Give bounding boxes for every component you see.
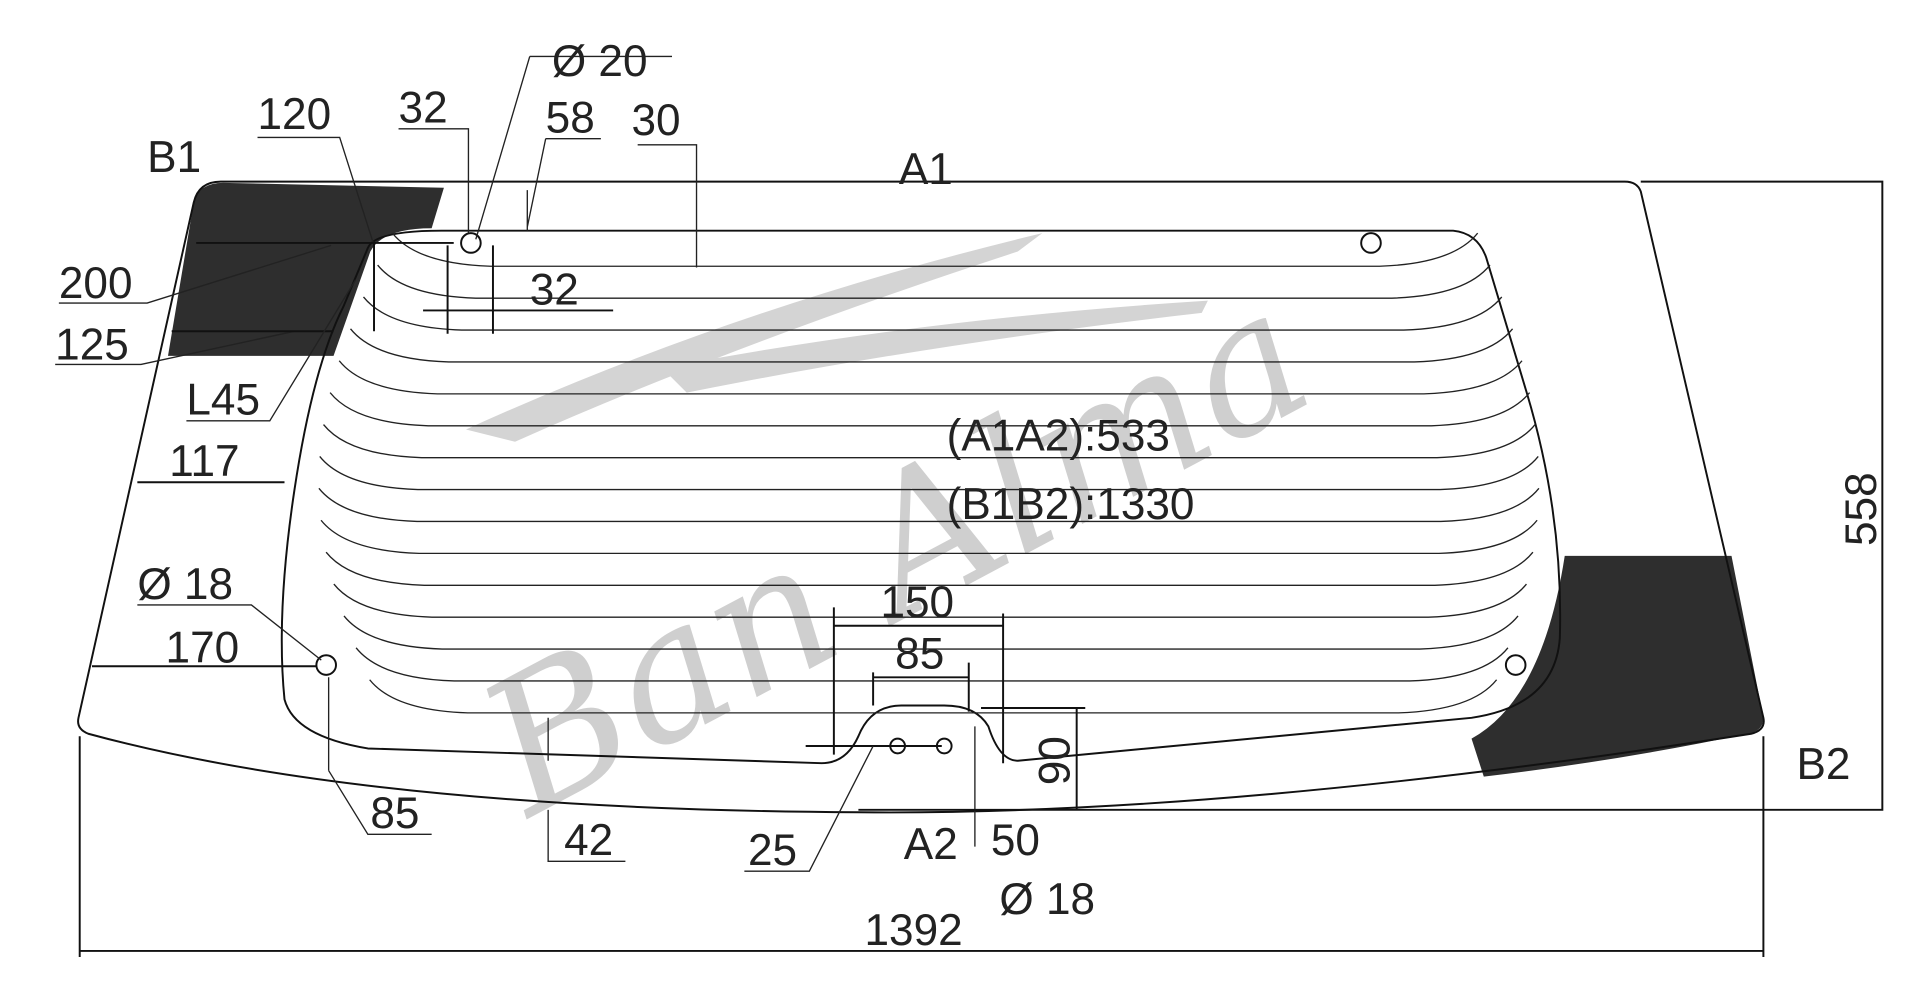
heater-grid-line [320, 519, 1538, 555]
label-b2: B2 [1797, 740, 1851, 789]
heater-grid-line [349, 328, 1514, 363]
label-58: 58 [546, 94, 595, 143]
label-32-mid: 32 [530, 265, 579, 314]
label-25: 25 [748, 826, 797, 875]
label-117: 117 [169, 437, 239, 486]
label-l45: L45 [186, 376, 260, 425]
heater-grid-lines [318, 232, 1540, 714]
mount-hole-top-right [1360, 232, 1382, 254]
label-125: 125 [55, 320, 129, 369]
heater-grid-line [362, 296, 1503, 331]
heater-grid-line [377, 264, 1491, 299]
label-b1: B1 [147, 133, 201, 182]
label-a1a2: (A1A2):533 [947, 411, 1170, 460]
mount-hole-left [315, 654, 337, 676]
label-hole-bottom-diameter: Ø 18 [999, 875, 1095, 924]
label-150: 150 [880, 578, 954, 627]
ceramic-band-top-left [168, 182, 444, 356]
label-hole-left-diameter: Ø 18 [137, 560, 233, 609]
heater-grid-line [333, 583, 1527, 618]
label-85-center: 85 [895, 630, 944, 679]
heater-grid-line [369, 679, 1498, 714]
label-30: 30 [632, 96, 681, 145]
glass-outline [77, 180, 1765, 814]
watermark-swoosh [465, 233, 1208, 442]
label-a1: A1 [899, 145, 953, 194]
heater-grid-line [319, 456, 1539, 491]
label-b1b2: (B1B2):1330 [947, 480, 1195, 529]
label-1392: 1392 [865, 906, 963, 955]
ceramic-band-bottom-right [1471, 555, 1764, 777]
label-hole-top-diameter: Ø 20 [552, 37, 648, 86]
label-120: 120 [258, 90, 332, 139]
label-200: 200 [59, 259, 133, 308]
label-42: 42 [564, 816, 613, 865]
label-32-top: 32 [399, 84, 448, 133]
heater-grid-line [338, 360, 1523, 395]
heater-grid-line [391, 232, 1479, 267]
label-558: 558 [1837, 472, 1886, 546]
label-85-left: 85 [370, 789, 419, 838]
dimension-lines [55, 55, 1884, 958]
heater-grid-line [318, 487, 1540, 523]
heater-grid-border [280, 229, 1562, 765]
heater-grid-line [322, 424, 1536, 459]
mount-hole-top-left [460, 232, 482, 254]
heater-grid-line [329, 392, 1531, 427]
label-170: 170 [166, 624, 240, 673]
label-90: 90 [1030, 736, 1079, 785]
label-50: 50 [991, 816, 1040, 865]
heater-grid-line [325, 551, 1534, 586]
heater-grid-line [343, 615, 1519, 650]
heater-grid-line [355, 647, 1509, 682]
label-a2: A2 [904, 820, 958, 869]
mount-hole-right [1504, 654, 1527, 676]
